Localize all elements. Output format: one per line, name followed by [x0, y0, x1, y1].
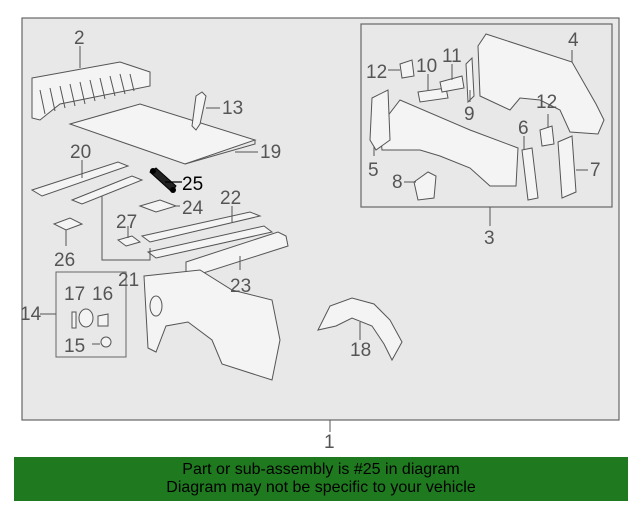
part-2-front-panel: [31, 61, 151, 121]
label-1: 1: [324, 432, 335, 453]
part-18-wheelhouse-liner: [317, 297, 403, 362]
parts-diagram: 1 2 3 4 5 6 7 8 9 10 11 12 12 13 14 15 1…: [20, 17, 620, 453]
label-11: 11: [442, 46, 462, 67]
part-27-bracket: [116, 235, 142, 247]
label-27: 27: [116, 212, 137, 233]
label-16: 16: [92, 284, 113, 305]
part-20-crossmembers: [30, 161, 144, 205]
label-25: 25: [182, 174, 203, 195]
part-5-inner-panel: [379, 99, 519, 187]
label-10: 10: [416, 56, 437, 77]
label-9: 9: [464, 104, 475, 125]
label-15: 15: [64, 336, 85, 357]
label-2: 2: [74, 28, 85, 49]
part-13-bracket: [191, 91, 207, 131]
part-7-brace: [557, 135, 577, 199]
label-7: 7: [590, 160, 601, 181]
banner-line-1: Part or sub-assembly is #25 in diagram: [182, 461, 460, 478]
label-13: 13: [222, 98, 243, 119]
part-6-brace: [521, 147, 539, 201]
label-12b: 12: [536, 92, 557, 113]
label-12a: 12: [366, 62, 387, 83]
label-26: 26: [54, 250, 75, 271]
label-22: 22: [220, 188, 241, 209]
part-12-clip-b: [539, 125, 555, 147]
label-8: 8: [392, 172, 403, 193]
part-8-bracket: [413, 171, 437, 201]
label-5: 5: [368, 160, 379, 181]
part-12-clip-a: [399, 59, 415, 79]
part-22-crossmembers: [140, 211, 274, 259]
label-14: 14: [20, 304, 42, 325]
banner-line-2: Diagram may not be specific to your vehi…: [166, 479, 476, 496]
part-15-fastener: [100, 336, 112, 348]
label-19: 19: [260, 142, 281, 163]
info-banner: Part or sub-assembly is #25 in diagram D…: [14, 457, 628, 501]
label-6: 6: [518, 118, 529, 139]
part-9-bracket: [465, 56, 475, 104]
label-20: 20: [70, 142, 91, 163]
label-17: 17: [64, 284, 85, 305]
part-19-bed-floor: [68, 103, 257, 165]
label-23: 23: [230, 276, 251, 297]
part-side-panel: [143, 269, 281, 381]
label-18: 18: [350, 340, 371, 361]
part-11-bracket: [439, 75, 465, 93]
label-4: 4: [568, 30, 579, 51]
label-3: 3: [484, 228, 495, 249]
part-16-clip: [97, 313, 109, 327]
label-21: 21: [118, 270, 139, 291]
part-26-bracket: [52, 217, 84, 231]
part-5-bracket: [369, 89, 391, 151]
part-25-strap-highlighted: [149, 167, 177, 193]
part-16-grommet: [78, 308, 94, 328]
part-10-bracket: [417, 87, 449, 103]
label-24: 24: [182, 198, 204, 219]
part-17-pin: [71, 311, 77, 329]
